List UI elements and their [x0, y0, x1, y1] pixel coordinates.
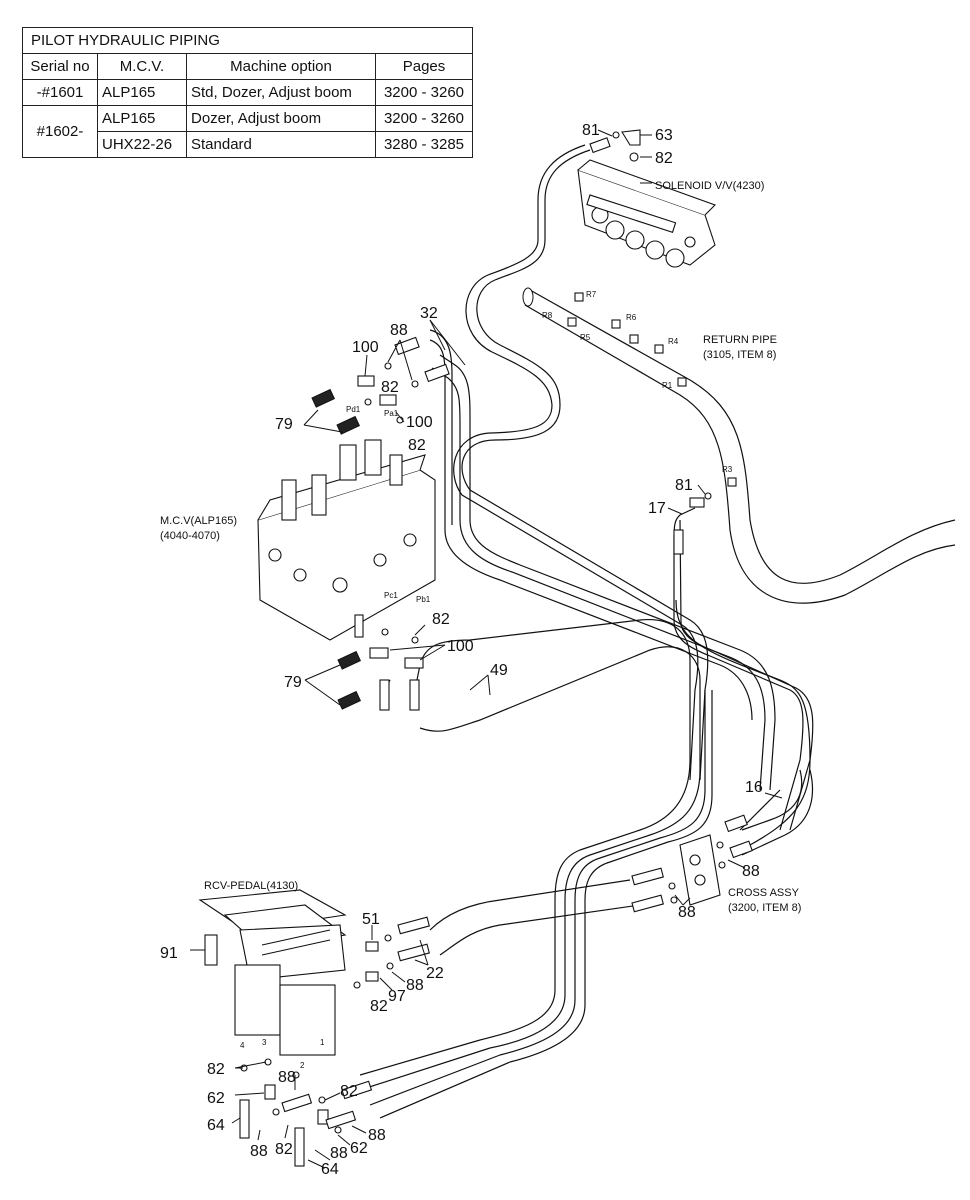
callout-81: 81: [582, 122, 600, 139]
callout-16: 16: [745, 779, 763, 796]
callout-97: 97: [388, 988, 406, 1005]
callout-88: 88: [368, 1127, 386, 1144]
callout-88: 88: [406, 977, 424, 994]
port-1: 1: [320, 1038, 325, 1047]
serial-option-table: PILOT HYDRAULIC PIPING Serial no M.C.V. …: [22, 27, 473, 158]
callout-22: 22: [426, 965, 444, 982]
port-pb1: Pb1: [416, 595, 431, 604]
mcv-ref: (4040-4070): [160, 530, 220, 542]
table-header-row: Serial no M.C.V. Machine option Pages: [22, 53, 473, 80]
solenoid-valve: [577, 159, 717, 268]
callout-82: 82: [655, 150, 673, 167]
callout-100: 100: [406, 414, 433, 431]
col-mcv-header: M.C.V.: [97, 53, 187, 80]
port-2: 2: [300, 1061, 305, 1070]
cell-option: Dozer, Adjust boom: [186, 105, 376, 132]
cell-option: Std, Dozer, Adjust boom: [186, 79, 376, 106]
callout-88: 88: [742, 863, 760, 880]
callout-82: 82: [381, 379, 399, 396]
cross-assy-label: CROSS ASSY: [728, 887, 800, 899]
leader-lines: [231, 129, 783, 1169]
callout-82: 82: [370, 998, 388, 1015]
cross-assy-ref: (3200, ITEM 8): [728, 902, 801, 914]
port-r1: R1: [662, 381, 673, 390]
port-r5: R5: [580, 333, 591, 342]
port-r7: R7: [586, 290, 597, 299]
cell-pages: 3200 - 3260: [375, 79, 473, 106]
port-r6: R6: [626, 313, 637, 322]
callout-82: 82: [207, 1061, 225, 1078]
rcv-pedal-label: RCV-PEDAL(4130): [204, 880, 298, 892]
port-pc1: Pc1: [384, 591, 398, 600]
callout-82: 82: [275, 1141, 293, 1158]
cell-mcv: ALP165: [97, 105, 187, 132]
cell-serial: -#1601: [22, 79, 98, 106]
return-pipe-label: RETURN PIPE: [703, 334, 777, 346]
callout-88: 88: [250, 1143, 268, 1160]
mcv-valve-body: [257, 439, 436, 641]
callout-88: 88: [278, 1069, 296, 1086]
callout-51: 51: [362, 911, 380, 928]
callout-82: 82: [432, 611, 450, 628]
rcv-pedal: [198, 889, 347, 1056]
pilot-lines: [359, 144, 814, 1119]
callout-49: 49: [490, 662, 508, 679]
table-title: PILOT HYDRAULIC PIPING: [22, 27, 473, 54]
table-row: -#1601 ALP165 Std, Dozer, Adjust boom 32…: [22, 79, 473, 106]
col-serial-header: Serial no: [22, 53, 98, 80]
cross-assembly: [679, 834, 721, 906]
cell-mcv: UHX22-26: [97, 131, 187, 158]
callout-88: 88: [390, 322, 408, 339]
port-4: 4: [240, 1041, 245, 1050]
callout-82: 82: [340, 1083, 358, 1100]
fittings: [190, 129, 753, 1167]
return-pipe: [522, 287, 956, 604]
callout-82: 82: [408, 437, 426, 454]
callout-62: 62: [207, 1090, 225, 1107]
port-r8: R8: [542, 311, 553, 320]
callout-88: 88: [678, 904, 696, 921]
callout-100: 100: [447, 638, 474, 655]
cell-pages: 3280 - 3285: [375, 131, 473, 158]
port-3: 3: [262, 1038, 267, 1047]
port-r4: R4: [668, 337, 679, 346]
table-row: #1602- ALP165 Dozer, Adjust boom 3200 - …: [22, 105, 473, 158]
callout-62: 62: [350, 1140, 368, 1157]
callout-32: 32: [420, 305, 438, 322]
cell-serial: #1602-: [22, 105, 98, 158]
solenoid-label: SOLENOID V/V(4230): [655, 180, 764, 192]
callout-91: 91: [160, 945, 178, 962]
port-r3: R3: [722, 465, 733, 474]
callout-100: 100: [352, 339, 379, 356]
table-title-row: PILOT HYDRAULIC PIPING: [22, 27, 473, 54]
table-row: UHX22-26 Standard 3280 - 3285: [23, 131, 473, 158]
callout-88: 88: [330, 1145, 348, 1162]
cell-option: Standard: [186, 131, 376, 158]
return-pipe-ref: (3105, ITEM 8): [703, 349, 776, 361]
callout-79: 79: [275, 416, 293, 433]
callout-63: 63: [655, 127, 673, 144]
cell-pages: 3200 - 3260: [375, 105, 473, 132]
callout-64: 64: [321, 1161, 339, 1178]
mcv-label: M.C.V(ALP165): [160, 515, 237, 527]
port-pa1: Pa1: [384, 409, 399, 418]
callout-64: 64: [207, 1117, 225, 1134]
port-pd1: Pd1: [346, 405, 361, 414]
col-pages-header: Pages: [375, 53, 473, 80]
col-option-header: Machine option: [186, 53, 376, 80]
cell-mcv: ALP165: [97, 79, 187, 106]
callout-79: 79: [284, 674, 302, 691]
callout-17: 17: [648, 500, 666, 517]
callout-81: 81: [675, 477, 693, 494]
